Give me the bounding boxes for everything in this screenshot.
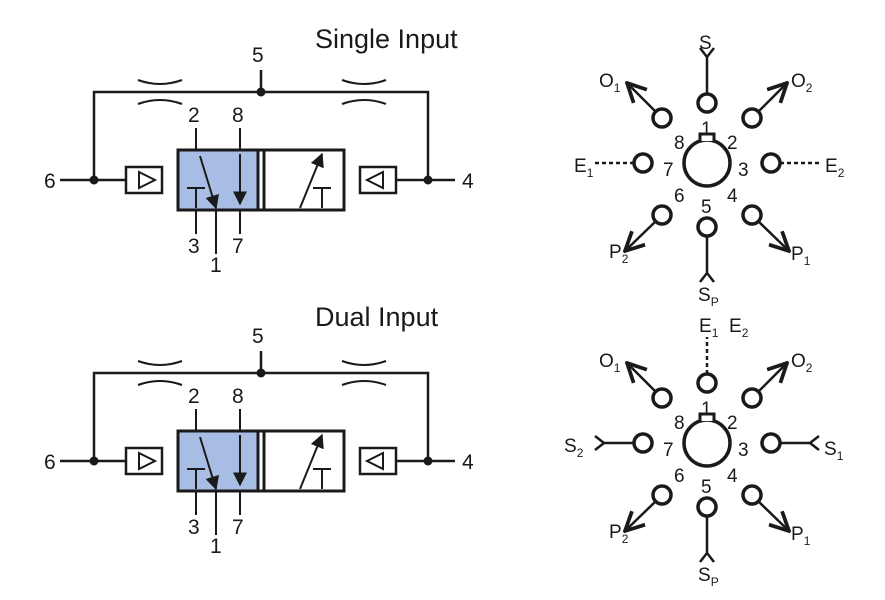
rotary-label-e2: E2 <box>825 156 845 180</box>
port-label-1: 1 <box>210 254 222 277</box>
rotary-number-3: 3 <box>738 160 749 181</box>
port-label-7: 7 <box>232 516 244 539</box>
port-label-5: 5 <box>252 325 264 348</box>
port-label-3: 3 <box>188 235 200 258</box>
rotary-number-4: 4 <box>727 186 738 207</box>
rotary-label-sp: SP <box>698 565 719 589</box>
rotary-label-e1: E1 <box>574 156 594 180</box>
rotary-number-6: 6 <box>674 466 685 487</box>
rotary-number-5: 5 <box>701 197 712 218</box>
rotary-number-7: 7 <box>663 440 674 461</box>
rotary-label-e2: E2 <box>729 316 749 340</box>
rotary-label-o2: O2 <box>791 351 813 375</box>
rotary-number-4: 4 <box>727 466 738 487</box>
rotary-number-1: 1 <box>701 119 712 140</box>
rotary-number-3: 3 <box>738 440 749 461</box>
rotary-label-p2: P2 <box>609 522 629 546</box>
port-label-4: 4 <box>462 451 474 474</box>
single-input-title: Single Input <box>315 24 458 54</box>
rotary-label-p1: P1 <box>791 244 811 268</box>
rotary-label-s2: S2 <box>564 436 584 460</box>
port-label-2: 2 <box>188 385 200 408</box>
rotary-label-s1: S1 <box>824 439 844 463</box>
rotary-number-2: 2 <box>727 133 738 154</box>
rotary-label-sp: SP <box>698 285 719 309</box>
single-input-schematic: 5 6 4 2 8 3 7 1 <box>44 44 474 277</box>
port-label-4: 4 <box>462 170 474 193</box>
port-label-1: 1 <box>210 535 222 558</box>
dual-input-schematic: 5 6 4 2 8 3 7 1 <box>44 325 474 558</box>
rotary-label-s: S <box>699 33 712 54</box>
rotary-number-5: 5 <box>701 477 712 498</box>
rotary-label-p2: P2 <box>609 242 629 266</box>
port-label-6: 6 <box>44 451 56 474</box>
dual-input-title: Dual Input <box>315 302 439 332</box>
rotary-label-o1: O1 <box>599 71 621 95</box>
port-label-7: 7 <box>232 235 244 258</box>
port-label-6: 6 <box>44 170 56 193</box>
dual-input-rotary: 1 2 3 4 5 6 7 8 E1 E2 O1 O2 S2 S1 P2 P1 … <box>564 316 844 589</box>
rotary-label-p1: P1 <box>791 524 811 548</box>
port-label-8: 8 <box>232 104 244 127</box>
port-label-2: 2 <box>188 104 200 127</box>
rotary-number-8: 8 <box>674 413 685 434</box>
port-label-8: 8 <box>232 385 244 408</box>
single-input-rotary: 1 2 3 4 5 6 7 8 S O1 O2 E1 E2 P2 P1 SP <box>574 33 845 309</box>
port-label-3: 3 <box>188 516 200 539</box>
rotary-label-o2: O2 <box>791 71 813 95</box>
rotary-label-e1: E1 <box>699 316 719 340</box>
rotary-label-o1: O1 <box>599 351 621 375</box>
rotary-number-2: 2 <box>727 413 738 434</box>
rotary-number-6: 6 <box>674 186 685 207</box>
port-label-5: 5 <box>252 44 264 67</box>
rotary-number-8: 8 <box>674 133 685 154</box>
rotary-number-1: 1 <box>701 399 712 420</box>
rotary-number-7: 7 <box>663 160 674 181</box>
